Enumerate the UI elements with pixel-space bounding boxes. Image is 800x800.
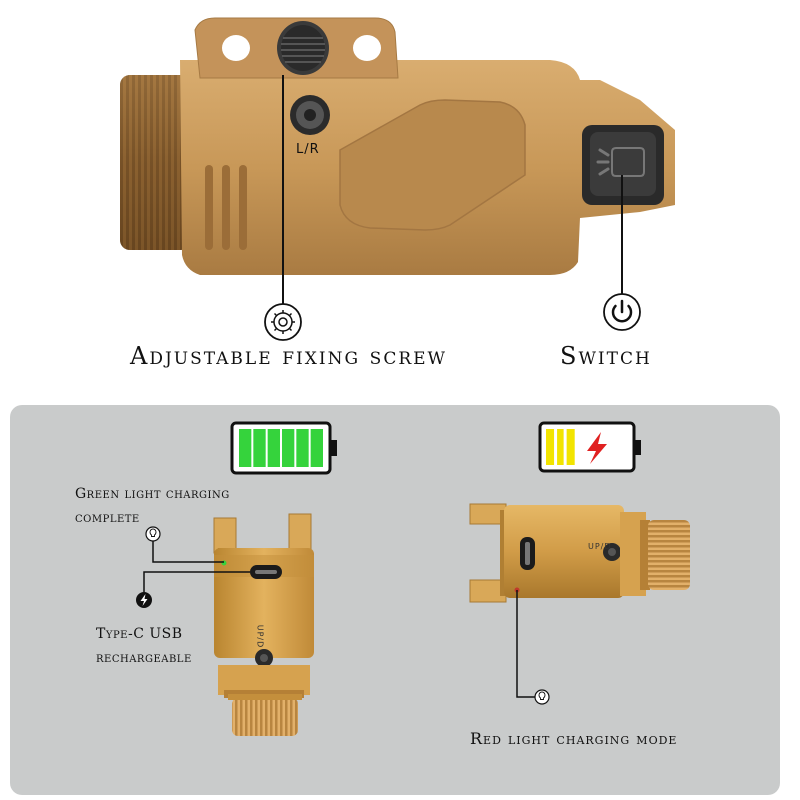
lr-adjust-screw [290,95,330,135]
screw-caption: Adjustable fixing screw [130,342,448,370]
flashlight-bezel [120,75,190,250]
green-light-caption-line2: complete [75,510,140,526]
green-light-caption: Green light charging complete [75,482,275,530]
lr-marking: L/R [296,142,320,157]
power-icon [603,293,641,331]
battery-segment [296,429,309,467]
fixing-screw-knob [277,21,329,75]
bulb-icon [145,526,161,542]
switch-caption: Switch [560,342,652,370]
rail-hole-left [222,35,250,61]
bulb-icon [534,689,550,705]
switch-button [582,125,664,205]
battery-segment [239,429,252,467]
up-d-marking-right: UP/D [588,542,612,551]
battery-segment [267,429,280,467]
charging-bolt-icon [587,432,607,464]
right-flashlight [469,503,690,603]
type-c-caption: Type-C USB rechargeable [96,622,266,670]
battery-full-icon [230,421,337,475]
lightning-icon [136,592,152,608]
green-light-leader-line [152,541,224,563]
green-light-caption-line1: Green light charging [75,486,230,502]
red-light-leader-line [516,590,535,698]
red-light-caption: Red light charging mode [470,729,678,748]
gear-icon [264,303,302,341]
battery-charging-icon [538,421,641,473]
type-c-leader-line [143,571,250,592]
type-c-caption-line2: rechargeable [96,650,192,666]
rail-hole-right [353,35,381,61]
diamond-panel [339,99,526,231]
type-c-caption-line1: Type-C USB [96,626,183,642]
left-flashlight [213,513,314,736]
battery-segment [253,429,266,467]
cooling-fins [205,165,247,250]
battery-segment [310,429,323,467]
battery-segment [282,429,295,467]
battery-charge-fill [546,429,575,465]
